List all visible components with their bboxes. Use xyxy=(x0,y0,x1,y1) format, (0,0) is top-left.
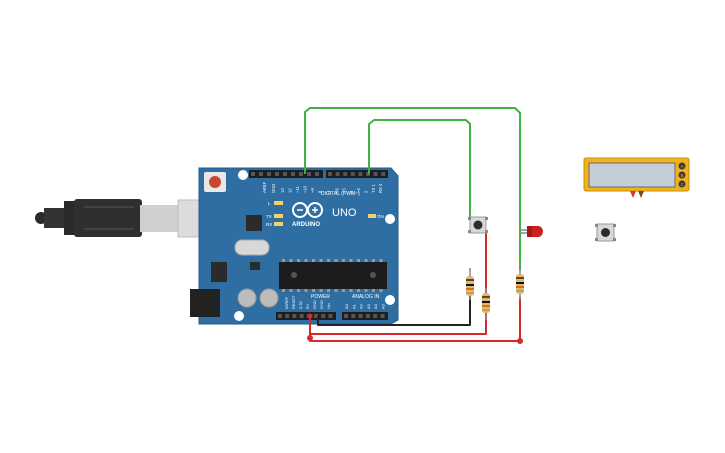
header-hole[interactable] xyxy=(351,314,356,318)
reset-button[interactable] xyxy=(204,172,226,192)
digital-pin-label: ~9 xyxy=(310,188,315,193)
header-hole[interactable] xyxy=(343,172,348,176)
header-hole[interactable] xyxy=(335,172,340,176)
power-pin-label: GND xyxy=(319,300,324,309)
gnd-label: GND xyxy=(271,184,276,193)
header-hole[interactable] xyxy=(307,172,311,176)
wires[interactable] xyxy=(304,107,523,344)
digital-pin-label: ~3 xyxy=(356,188,361,193)
header-hole[interactable] xyxy=(350,172,355,176)
analog-pin-label: A2 xyxy=(359,303,364,309)
digital-pin-label: 2 xyxy=(364,190,369,193)
digital-pin-label: 12 xyxy=(288,188,293,193)
digital-pin-label: 13 xyxy=(280,188,285,193)
led-label-tx: TX xyxy=(266,214,272,219)
resistor-icon[interactable] xyxy=(482,288,490,320)
arduino-logo xyxy=(292,202,323,218)
header-hole[interactable] xyxy=(344,314,348,318)
pushbutton-icon[interactable] xyxy=(595,223,616,242)
header-hole[interactable] xyxy=(321,314,326,318)
header-hole[interactable] xyxy=(299,172,303,176)
header-hole[interactable] xyxy=(299,314,304,318)
header-hole[interactable] xyxy=(315,172,319,176)
on-label: ON xyxy=(377,214,384,219)
lcd-module[interactable]: A B C xyxy=(583,157,690,198)
led-label-rx: RX xyxy=(266,222,272,227)
header-hole[interactable] xyxy=(267,172,271,176)
digital-header[interactable] xyxy=(249,170,388,178)
header-hole[interactable] xyxy=(278,314,282,318)
digital-pin-label: RX 0 xyxy=(378,183,383,193)
resistor-icon[interactable] xyxy=(466,268,474,300)
lcd-button-c[interactable]: C xyxy=(678,180,686,188)
lcd-button-c-label: C xyxy=(681,182,685,187)
header-hole[interactable] xyxy=(358,172,363,176)
analog-pin-label: A1 xyxy=(351,303,356,309)
header-hole[interactable] xyxy=(283,172,287,176)
digital-pin-label: ~6 xyxy=(334,188,339,193)
analog-header[interactable] xyxy=(342,312,388,320)
header-hole[interactable] xyxy=(358,314,363,318)
digital-pin-label: TX 1 xyxy=(371,183,376,193)
header-hole[interactable] xyxy=(291,172,295,176)
header-hole[interactable] xyxy=(314,314,318,318)
led-label-l: L xyxy=(268,201,271,206)
header-hole[interactable] xyxy=(328,172,332,176)
analog-pin-label: A5 xyxy=(381,303,386,309)
digital-pin-label: 8 xyxy=(318,190,323,193)
header-hole[interactable] xyxy=(328,314,333,318)
wire-black-gnd[interactable] xyxy=(317,288,471,326)
power-pin-label: 5V xyxy=(305,304,310,309)
power-label: POWER xyxy=(311,294,330,300)
power-pin-label: Vin xyxy=(326,303,331,309)
model-label: UNO xyxy=(332,207,357,219)
digital-pin-label: ~10 xyxy=(303,185,308,193)
led-icon[interactable] xyxy=(520,226,543,237)
lcd-button-a-label: A xyxy=(681,164,684,169)
power-pin-label: GND xyxy=(312,300,317,309)
header-hole[interactable] xyxy=(285,314,290,318)
pushbutton-icon[interactable] xyxy=(468,216,488,234)
microcontroller-chip xyxy=(279,259,387,292)
lcd-button-b-label: B xyxy=(681,173,684,178)
header-hole[interactable] xyxy=(259,172,263,176)
header-hole[interactable] xyxy=(373,172,378,176)
arduino-board[interactable]: L TX RX ON ARDUINO UNO AREF xyxy=(190,167,399,325)
header-hole[interactable] xyxy=(380,314,385,318)
analog-pin-label: A3 xyxy=(366,303,371,309)
header-hole[interactable] xyxy=(251,172,255,176)
lcd-button-b[interactable]: B xyxy=(678,171,686,179)
wire-green-outer[interactable] xyxy=(304,107,521,232)
digital-header-label: DIGITAL (PWM~) xyxy=(321,191,360,197)
digital-pin-label: 4 xyxy=(349,190,354,193)
wire-green-inner[interactable] xyxy=(368,119,471,218)
header-hole[interactable] xyxy=(292,314,297,318)
power-header[interactable] xyxy=(276,312,336,320)
brand-label: ARDUINO xyxy=(292,222,320,228)
digital-pin-label: 7 xyxy=(327,190,332,193)
lcd-button-a[interactable]: A xyxy=(678,162,686,170)
digital-pin-label: ~5 xyxy=(342,188,347,193)
digital-pin-label: ~11 xyxy=(295,186,300,193)
aref-label: AREF xyxy=(262,181,267,193)
analog-pin-label: A4 xyxy=(373,303,378,309)
power-pin-label: IOREF xyxy=(284,296,289,309)
header-hole[interactable] xyxy=(373,314,378,318)
header-hole[interactable] xyxy=(365,314,370,318)
power-pin-label: RESET xyxy=(291,295,296,309)
analog-pin-label: A0 xyxy=(344,303,349,309)
header-hole[interactable] xyxy=(381,172,386,176)
power-pin-label: 3.3V xyxy=(298,300,303,309)
header-hole[interactable] xyxy=(275,172,279,176)
analog-label: ANALOG IN xyxy=(352,294,380,300)
resistor-icon[interactable] xyxy=(516,268,524,300)
